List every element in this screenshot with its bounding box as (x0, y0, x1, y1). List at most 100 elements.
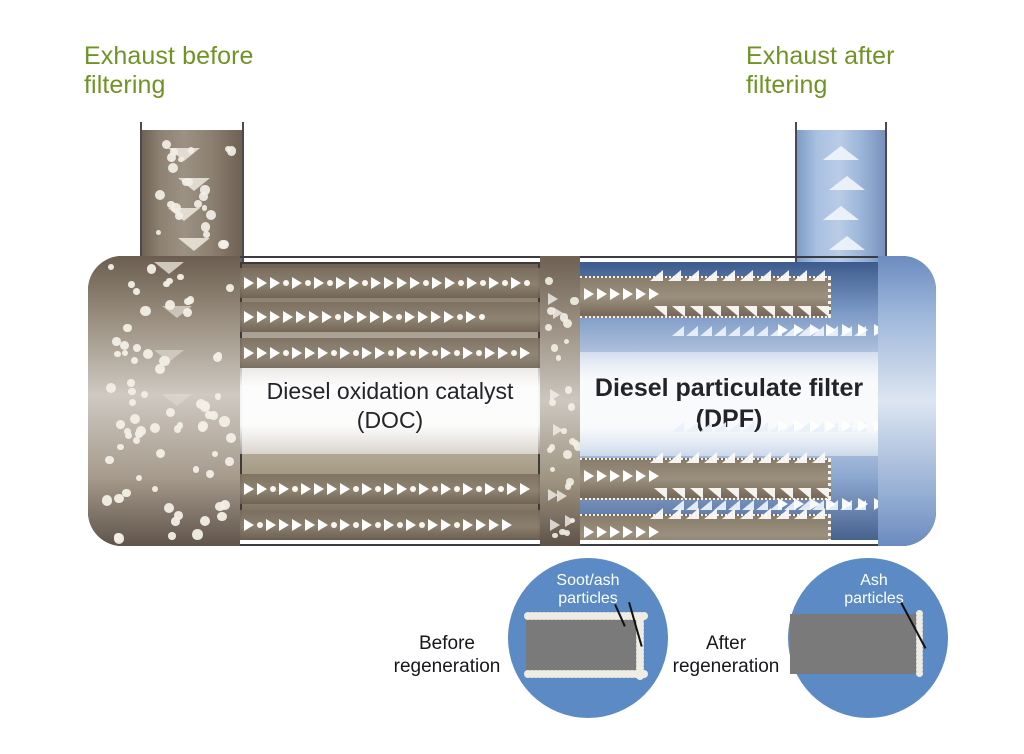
dpf-wall-flow-arrow-down (816, 488, 829, 499)
dpf-outlet-arrow (794, 420, 804, 432)
aftertreatment-housing: Diesel oxidation catalyst (DOC) Diesel p… (88, 256, 936, 546)
soot-particle (196, 399, 207, 410)
dpf-outlet-arrow (826, 420, 836, 432)
dpf-wall-flow-arrow-up (722, 508, 735, 519)
soot-particle (564, 530, 571, 537)
soot-particle (166, 200, 175, 209)
soot-particle (174, 511, 183, 520)
soot-particle (131, 356, 139, 364)
dpf-clean-flow-arrow (784, 422, 796, 432)
soot-particle (136, 475, 143, 482)
soot-particle (129, 398, 137, 407)
dpf-clean-flow-arrow (672, 326, 684, 336)
ash-deposit (916, 646, 923, 653)
soot-particle (205, 411, 213, 420)
dpf-wall-flow-arrow-up (650, 452, 663, 463)
soot-particle (569, 437, 577, 446)
soot-particle (563, 338, 570, 345)
soot-particle (156, 230, 162, 236)
soot-particle (107, 264, 114, 271)
dpf-clean-flow-arrow (770, 500, 782, 510)
inlet-chamber-chevron (154, 262, 184, 274)
soot-particle (205, 469, 214, 478)
dpf-clean-flow-arrow (686, 500, 698, 510)
soot-particle (162, 139, 172, 149)
soot-particle (169, 148, 178, 156)
dpf-wall-flow-arrow-up (740, 452, 753, 463)
dpf-wall-flow-arrow-up (740, 508, 753, 519)
soot-particle (565, 477, 574, 486)
dpf-wall-flow-arrow-up (758, 452, 771, 463)
dpf-monolith: Diesel particulate filter (DPF) (580, 262, 878, 540)
soot-particle (226, 146, 237, 156)
soot-particle (163, 280, 170, 288)
dpf-wall-flow-arrow-down (690, 488, 703, 499)
dpf-wall-flow-arrow-up (722, 452, 735, 463)
doc-channel-row (240, 338, 540, 368)
ash-deposit (916, 618, 923, 625)
dpf-wall-flow-arrow-down (654, 306, 667, 317)
soot-particle (166, 152, 176, 162)
inlet-flow-chevron (178, 238, 210, 251)
soot-particle (176, 422, 184, 429)
dpf-wall-flow-arrow-up (686, 452, 699, 463)
dpf-wall-flow-arrow-up (668, 508, 681, 519)
dpf-wall-flow-arrow-down (798, 488, 811, 499)
soot-particle (130, 414, 141, 425)
soot-particle (116, 420, 125, 429)
soot-particle (224, 145, 231, 152)
soot-particle (155, 448, 166, 459)
soot-particle (219, 499, 231, 511)
dpf-wall-flow-arrow-down (744, 306, 757, 317)
dpf-wall-flow-arrow-up (758, 508, 771, 519)
dpf-wall-flow-arrow-up (668, 452, 681, 463)
inlet-pipe-wall-right (242, 122, 244, 272)
soot-particle (199, 191, 208, 201)
dpf-wall-flow-arrow-down (690, 306, 703, 317)
dpf-outlet-arrow (874, 420, 878, 432)
ash-deposit (916, 670, 923, 677)
dpf-clean-flow-arrow (742, 326, 754, 336)
soot-particle (141, 391, 149, 399)
dpf-clean-flow-arrow (686, 326, 698, 336)
soot-particle (226, 432, 237, 443)
ash-deposit (916, 622, 923, 629)
dpf-outlet-arrow (874, 498, 878, 510)
dpf-outlet-arrow (810, 324, 820, 336)
soot-particle (165, 407, 175, 418)
dpf-outlet-arrow (842, 324, 852, 336)
soot-particle (133, 437, 141, 445)
label-before-regeneration: Before regeneration (393, 633, 501, 677)
soot-particle (171, 517, 180, 526)
dpf-clean-flow-arrow (728, 500, 740, 510)
soot-particle (128, 281, 135, 288)
dpf-wall-flow-arrow-down (798, 306, 811, 317)
soot-particle (135, 430, 144, 439)
soot-particle (564, 385, 573, 394)
soot-particle (206, 210, 217, 220)
inlet-chamber (88, 256, 240, 546)
soot-particle (183, 308, 193, 318)
dpf-clean-flow-arrow (728, 326, 740, 336)
dpf-clean-flow-arrow (742, 500, 754, 510)
gap-flow-arrow (548, 292, 559, 305)
ash-deposit (916, 654, 923, 661)
dpf-wall-flow-arrow-up (758, 270, 771, 281)
dpf-wall-flow-arrow-down (708, 306, 721, 317)
soot-particle (548, 398, 556, 406)
dpf-channel-block (580, 276, 831, 318)
soot-particle (178, 157, 184, 163)
soot-particle (123, 427, 132, 435)
soot-particle (140, 305, 152, 317)
soot-particle (192, 466, 200, 473)
dpf-outlet-arrow (858, 498, 868, 510)
dpf-clean-flow-arrow (798, 500, 810, 510)
gap-flow-arrow (550, 389, 561, 402)
soot-particle (225, 457, 235, 466)
doc-monolith: Diesel oxidation catalyst (DOC) (240, 262, 540, 540)
dpf-outlet-arrow (810, 498, 820, 510)
doc-channel-row (240, 510, 540, 540)
soot-particle (214, 393, 221, 400)
dpf-clean-flow-arrow (784, 500, 796, 510)
